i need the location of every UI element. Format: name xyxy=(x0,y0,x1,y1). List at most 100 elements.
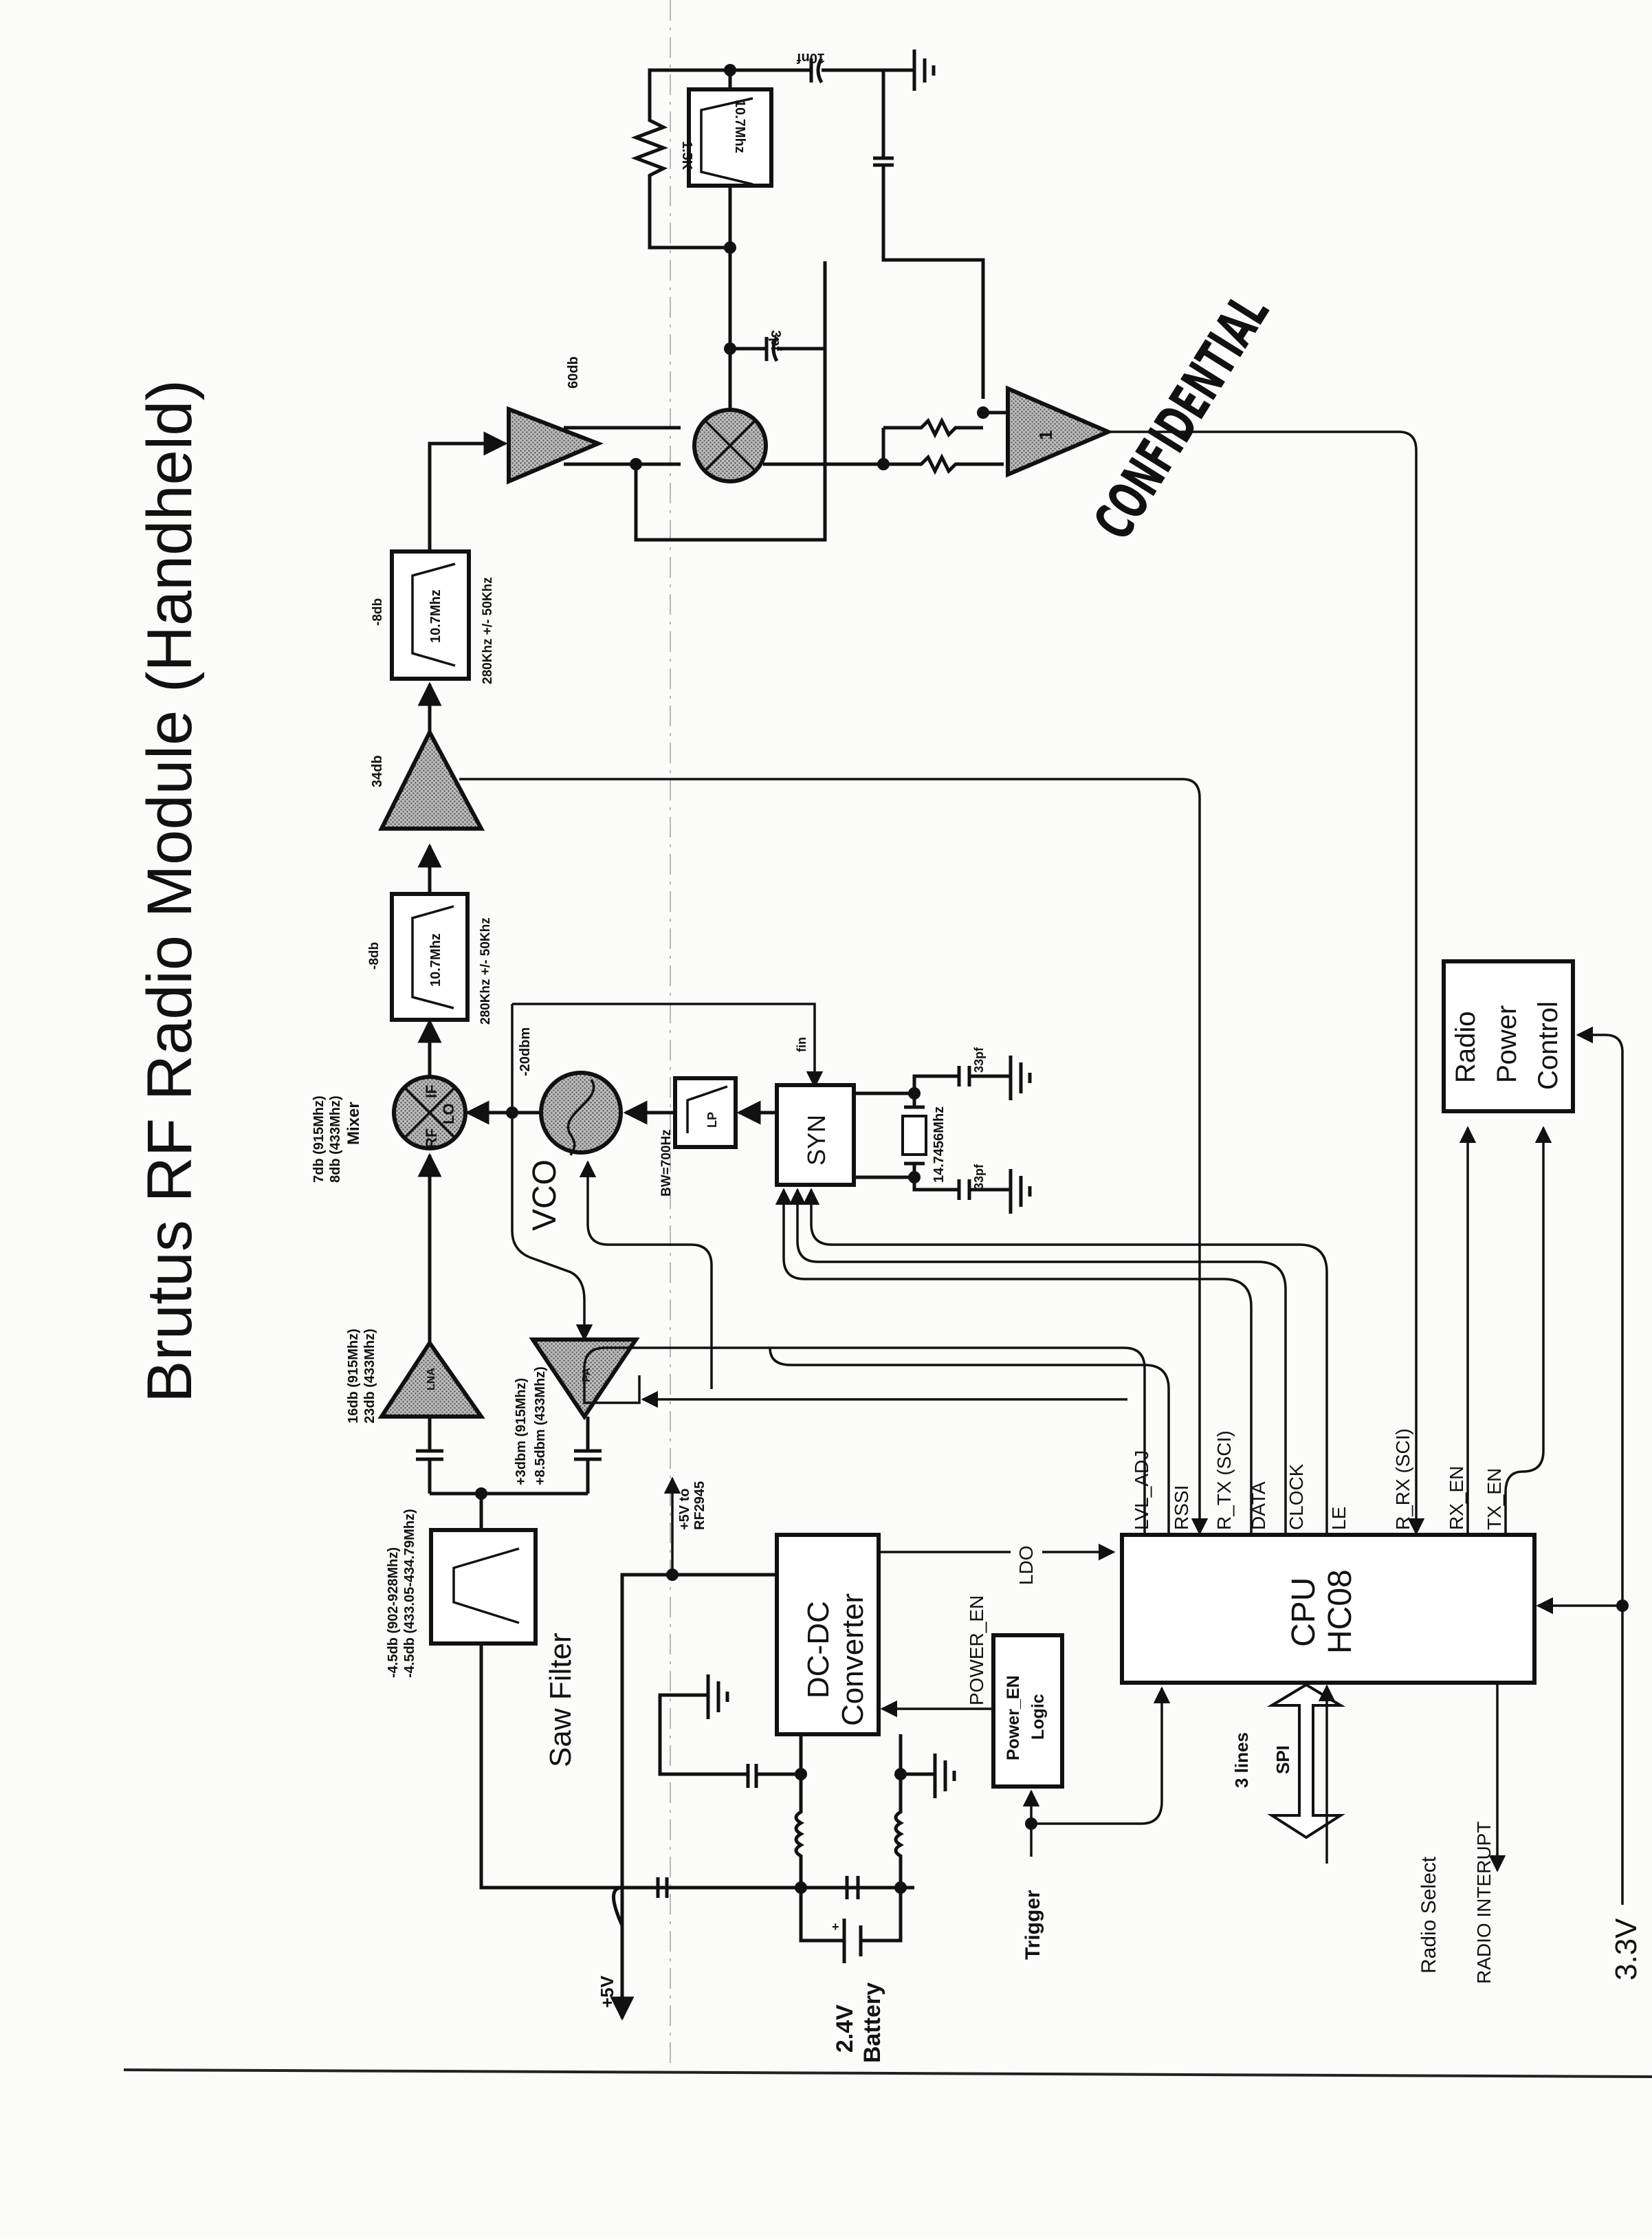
radio-power-control: Radio Power Control xyxy=(1442,959,1575,1113)
ground-icon xyxy=(933,1754,956,1798)
crystal-frequency: 14.7456Mhz xyxy=(932,1106,947,1183)
vco-to-pa-wire xyxy=(511,1004,593,1342)
v33-label: 3.3V xyxy=(1609,1918,1643,1980)
capacitor-icon xyxy=(656,1877,669,1898)
if-filter-1: 10.7Mhz -8db 280Khz +/- 50Khz xyxy=(367,892,493,1025)
saw-filter-label: Saw Filter xyxy=(544,1632,577,1767)
cap-33pf-a-wire xyxy=(912,1074,1011,1093)
svg-text:-20dbm: -20dbm xyxy=(518,1027,533,1076)
svg-text:SYN: SYN xyxy=(802,1115,830,1166)
resistor-1-5k-icon xyxy=(630,68,730,250)
inductor-icon xyxy=(794,1774,805,1888)
lna-spec-915: 16db (915Mhz) xyxy=(346,1329,361,1423)
capacitor-icon xyxy=(957,1066,971,1086)
capacitor-icon xyxy=(574,1449,602,1461)
limiter-out-wires xyxy=(564,426,681,466)
ldo-label-bg xyxy=(1011,1537,1042,1571)
pin-tx-en: TX_EN xyxy=(1484,1468,1505,1530)
limiter-feedback-wire xyxy=(634,261,827,542)
lna-spec-433: 23db (433Mhz) xyxy=(362,1329,377,1423)
svg-text:BW=700Hz: BW=700Hz xyxy=(659,1129,674,1197)
synthesizer-syn: SYN xyxy=(775,1083,856,1187)
confidential-stamp: CONFIDENTIAL xyxy=(1083,283,1281,550)
if-filter-2: 10.7Mhz -8db 280Khz +/- 50Khz xyxy=(371,549,495,684)
cpu-hc08: CPU HC08 xyxy=(1120,1533,1537,1685)
plus5v-out-wire xyxy=(610,1886,635,2021)
cap-3pf-label: 3pf xyxy=(768,330,783,351)
svg-text:Logic: Logic xyxy=(1028,1694,1048,1740)
spi-bidirectional-arrow xyxy=(1266,1683,1346,1839)
svg-text:RF: RF xyxy=(423,1128,440,1148)
svg-text:HC08: HC08 xyxy=(1322,1569,1358,1654)
tx-en-wire xyxy=(1504,1126,1552,1535)
svg-text:280Khz +/- 50Khz: 280Khz +/- 50Khz xyxy=(478,917,493,1025)
svg-text:Power: Power xyxy=(1492,1005,1522,1083)
svg-text:Mixer: Mixer xyxy=(344,1102,363,1145)
cap-33pf-b-wire xyxy=(912,1177,1011,1192)
cpu-pin-labels: LVL_ADJ RSSI R_TX (SCI) DATA CLOCK LE R_… xyxy=(1131,1428,1505,1530)
pin-data: DATA xyxy=(1248,1481,1269,1530)
capacitor-icon xyxy=(957,1179,971,1200)
rssi-wire xyxy=(459,778,1209,1536)
page-edge-line xyxy=(123,2068,1652,2078)
le-wire xyxy=(802,1188,1328,1533)
if-filter-to-limiter-wire xyxy=(428,431,508,551)
data-wire xyxy=(775,1188,1253,1533)
saw-filter: Saw Filter -4.5db (902-928Mhz) -4.5db (4… xyxy=(386,1509,577,1767)
pa-amplifier: PA +3dbm (915Mhz) +8.5dbm (433Mhz) xyxy=(514,1337,640,1485)
pa-spec-433: +8.5dbm (433Mhz) xyxy=(533,1366,548,1485)
power-en-label: POWER_EN xyxy=(966,1595,987,1705)
saw-to-coupling-wire xyxy=(479,1643,914,1890)
svg-text:fin: fin xyxy=(795,1037,808,1052)
vco: VCO -20dbm xyxy=(518,1027,623,1231)
capacitor-icon xyxy=(416,1449,443,1461)
vco-label: VCO xyxy=(527,1159,563,1231)
battery-wire xyxy=(799,1888,903,1943)
spi-label: SPI xyxy=(1273,1745,1293,1774)
spi-lines-label: 3 lines xyxy=(1231,1732,1252,1788)
loop-filter-lp: LP BW=700Hz xyxy=(659,1076,738,1197)
inductor-icon xyxy=(894,1774,905,1888)
dcdc-bottom-wires xyxy=(799,1734,903,1774)
svg-text:10.7Mhz: 10.7Mhz xyxy=(428,933,443,987)
power-en-logic: Power_EN Logic xyxy=(991,1633,1064,1789)
fin-wire xyxy=(512,1003,824,1089)
ground-icon xyxy=(706,1674,729,1719)
crystal-icon xyxy=(901,1093,927,1177)
pin-rssi: RSSI xyxy=(1171,1485,1192,1530)
svg-text:1: 1 xyxy=(1035,430,1056,440)
plus5v-label: +5V xyxy=(597,1975,617,2008)
resistor-label: 1.5K xyxy=(679,141,694,171)
trigger-cpu-wire xyxy=(1031,1686,1171,1825)
comparator: 1 xyxy=(1006,385,1114,478)
trigger-label: Trigger xyxy=(1022,1890,1044,1960)
clock-wire xyxy=(789,1188,1287,1533)
resistor-icon xyxy=(883,417,983,439)
r-rx-wire xyxy=(1108,430,1425,1536)
plus5v-rf-label-1: +5V to xyxy=(677,1488,692,1530)
dcdc-converter: DC-DC Converter xyxy=(775,1533,881,1736)
svg-text:280Khz +/- 50Khz: 280Khz +/- 50Khz xyxy=(481,577,495,684)
crystal-wires xyxy=(854,1091,914,1179)
lna-amplifier: LNA 16db (915Mhz) 23db (433Mhz) xyxy=(346,1329,485,1423)
lvl-adj-vco-wire xyxy=(579,1160,713,1389)
svg-text:LNA: LNA xyxy=(426,1368,437,1390)
bypass-cap-wire xyxy=(873,70,985,399)
svg-text:DC-DC: DC-DC xyxy=(802,1601,835,1699)
mixer: RF IF LO 7db (915Mhz) 8db (433Mhz) Mixer xyxy=(311,1075,467,1183)
svg-text:Power_EN: Power_EN xyxy=(1004,1675,1023,1760)
svg-text:10.7Mhz: 10.7Mhz xyxy=(732,100,747,153)
capacitor-icon xyxy=(746,1764,758,1788)
svg-text:Radio: Radio xyxy=(1451,1011,1481,1083)
pin-le: LE xyxy=(1328,1507,1350,1530)
svg-text:LO: LO xyxy=(440,1103,457,1124)
mixer-spec-433: 8db (433Mhz) xyxy=(328,1095,343,1183)
if-amplifier: 34db xyxy=(370,728,485,831)
lvl-adj-wire xyxy=(583,1346,1146,1533)
svg-text:CPU: CPU xyxy=(1286,1577,1322,1647)
battery-label: Battery xyxy=(859,1983,885,2063)
svg-text:Control: Control xyxy=(1533,1001,1563,1090)
capacitor-icon xyxy=(845,1876,860,1899)
capacitor-icon xyxy=(809,57,824,84)
